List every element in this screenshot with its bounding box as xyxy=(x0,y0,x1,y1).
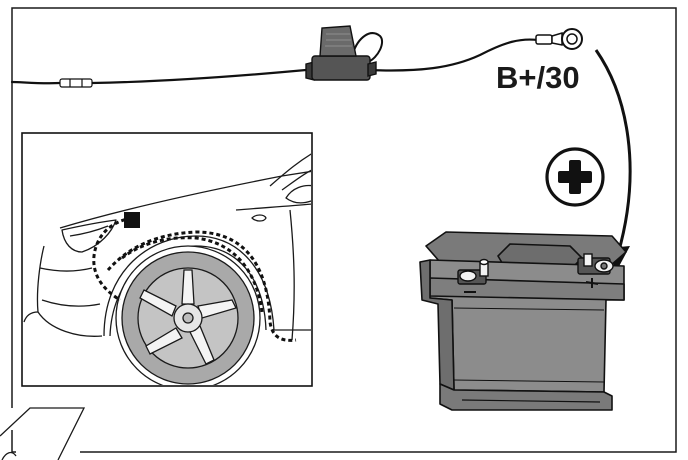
wheel-arch xyxy=(103,235,275,337)
folded-corner-icon xyxy=(0,407,86,460)
hood-line xyxy=(59,170,311,229)
power-cable xyxy=(10,32,540,85)
ring-terminal-icon xyxy=(535,28,583,50)
butt-connector-icon xyxy=(59,78,93,88)
wiring-route xyxy=(92,216,297,342)
control-module-icon xyxy=(124,212,140,228)
plus-icon xyxy=(545,147,605,207)
positive-terminal-icon xyxy=(577,253,614,288)
battery-icon xyxy=(419,231,627,411)
fuse-holder-icon xyxy=(305,25,377,81)
terminal-label: B+/30 xyxy=(496,60,580,95)
headlight-icon xyxy=(61,219,117,253)
negative-terminal-icon xyxy=(457,258,489,293)
car-inset-panel xyxy=(21,132,313,387)
wheel-icon xyxy=(115,245,261,385)
side-mirror-icon xyxy=(285,184,311,204)
side-badge-icon xyxy=(251,214,267,222)
a-pillar xyxy=(269,153,311,187)
